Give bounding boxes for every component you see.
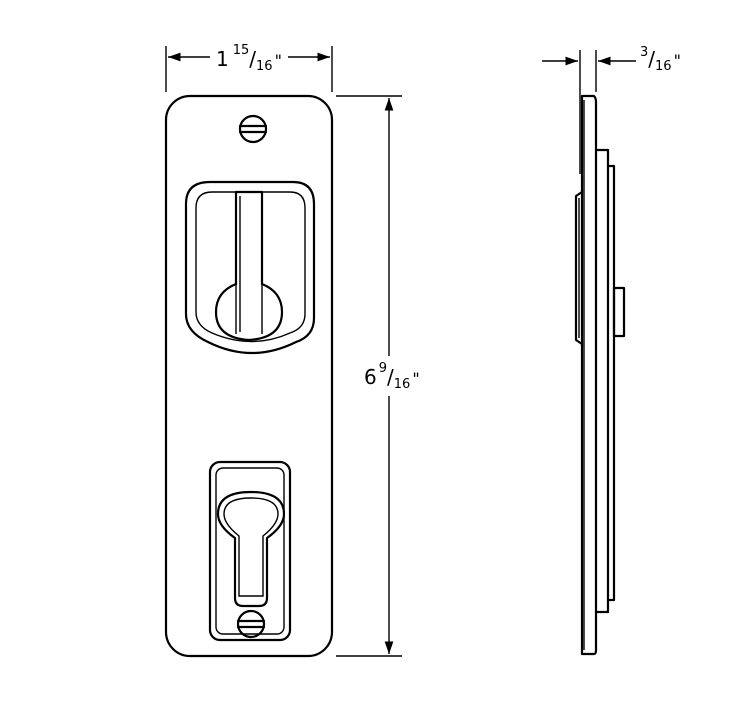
thickness-dimension: 3/16" [542,45,681,174]
faceplate-outline [164,94,334,658]
bottom-screw [236,609,266,639]
side-view [574,94,626,656]
side-plate [580,94,598,656]
front-view [164,94,334,658]
handle-recess [184,180,316,355]
cylinder-recess [208,460,292,642]
top-screw [238,114,268,144]
thickness-dimension-label: 3/16" [640,45,681,74]
